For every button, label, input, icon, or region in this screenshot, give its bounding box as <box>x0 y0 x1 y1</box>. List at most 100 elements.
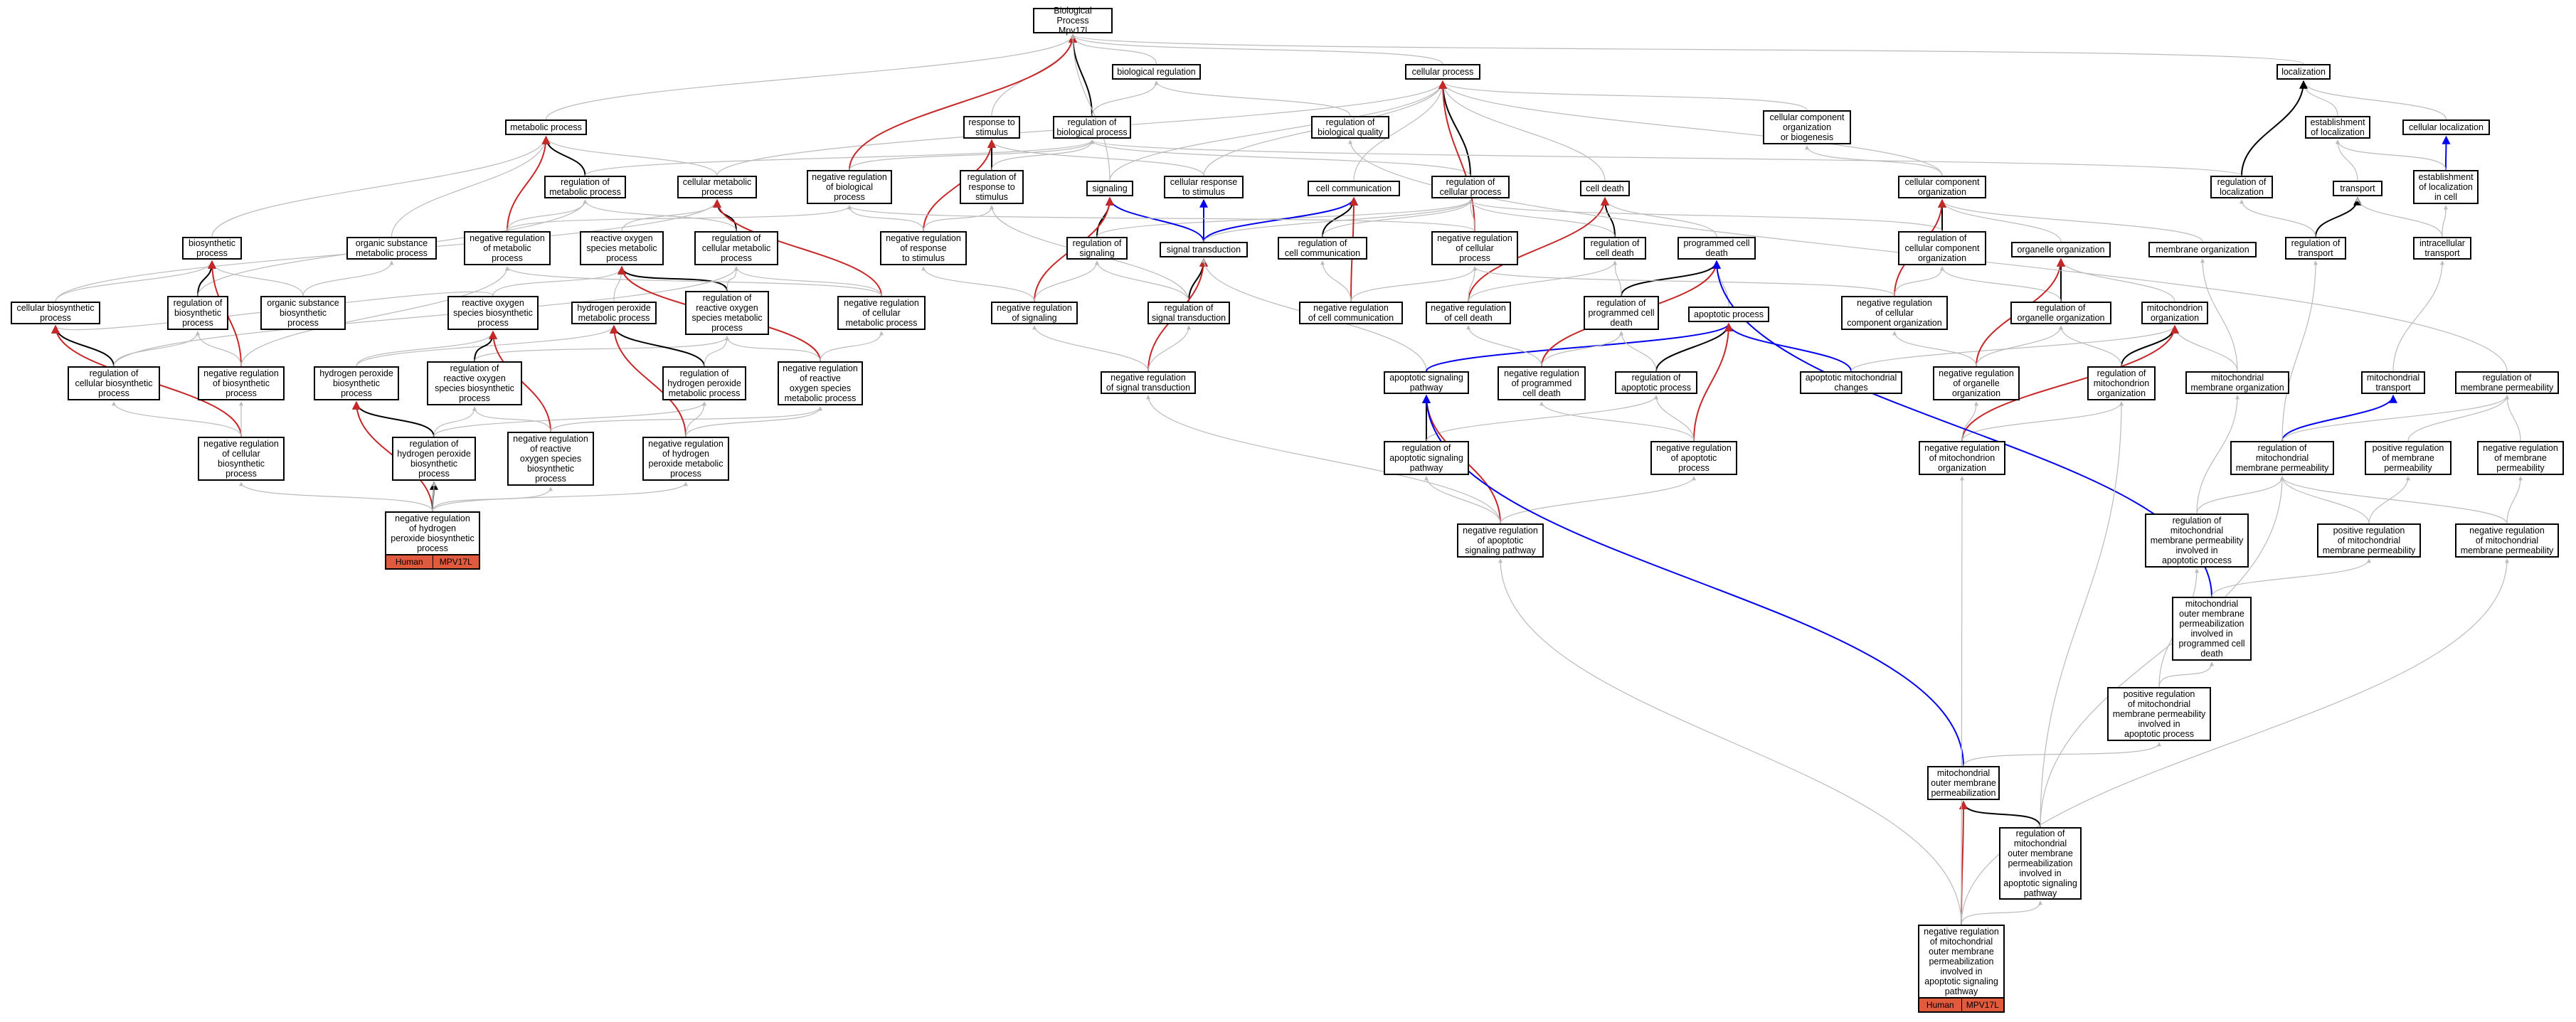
node-regulation-of-signal-transduction[interactable]: regulation of signal transduction <box>1147 302 1230 324</box>
node-regulation-of-biological-process[interactable]: regulation of biological process <box>1053 116 1131 139</box>
node-reactive-oxygen-species-metabolic-process[interactable]: reactive oxygen species metabolic proces… <box>580 231 664 265</box>
node-negative-regulation-of-response-to-stimulus[interactable]: negative regulation of response to stimu… <box>880 231 967 265</box>
node-regulation-of-programmed-cell-death[interactable]: regulation of programmed cell death <box>1584 296 1659 330</box>
node-localization[interactable]: localization <box>2276 64 2331 80</box>
node-negative-regulation-of-membrane-permeability[interactable]: negative regulation of membrane permeabi… <box>2477 441 2564 475</box>
node-cell-communication[interactable]: cell communication <box>1308 181 1400 196</box>
node-intracellular-transport[interactable]: intracellular transport <box>2413 237 2471 260</box>
node-mitochondrial-outer-membrane-permeabilization[interactable]: mitochondrial outer membrane permeabiliz… <box>1927 766 2000 800</box>
node-regulation-of-cell-communication[interactable]: regulation of cell communication <box>1278 237 1367 260</box>
node-positive-regulation-of-mitochondrial-membrane-permeability-involved-in-apoptotic-process[interactable]: positive regulation of mitochondrial mem… <box>2107 687 2211 741</box>
node-negative-regulation-of-reactive-oxygen-species-biosynthetic-process[interactable]: negative regulation of reactive oxygen s… <box>507 432 594 486</box>
species-tag-human[interactable]: Human <box>1919 999 1962 1011</box>
node-regulation-of-mitochondrial-membrane-permeability[interactable]: regulation of mitochondrial membrane per… <box>2230 441 2334 475</box>
node-negative-regulation-of-reactive-oxygen-species-metabolic-process[interactable]: negative regulation of reactive oxygen s… <box>778 361 863 405</box>
node-regulation-of-reactive-oxygen-species-biosynthetic-process[interactable]: regulation of reactive oxygen species bi… <box>427 361 522 405</box>
node-regulation-of-mitochondrion-organization[interactable]: regulation of mitochondrion organization <box>2087 366 2156 400</box>
node-cellular-component-organization[interactable]: cellular component organization <box>1898 176 1986 198</box>
node-regulation-of-cellular-metabolic-process[interactable]: regulation of cellular metabolic process <box>694 231 778 265</box>
node-regulation-of-transport[interactable]: regulation of transport <box>2285 237 2346 260</box>
node-biological-regulation[interactable]: biological regulation <box>1112 64 1201 80</box>
node-organic-substance-metabolic-process[interactable]: organic substance metabolic process <box>346 237 437 260</box>
node-mitochondrion-organization[interactable]: mitochondrion organization <box>2141 302 2208 324</box>
node-negative-regulation-of-cell-communication[interactable]: negative regulation of cell communicatio… <box>1299 302 1403 324</box>
node-cellular-response-to-stimulus[interactable]: cellular response to stimulus <box>1164 176 1244 198</box>
node-establishment-of-localization-in-cell[interactable]: establishment of localization in cell <box>2413 170 2479 204</box>
node-membrane-organization[interactable]: membrane organization <box>2148 242 2257 257</box>
node-regulation-of-apoptotic-process[interactable]: regulation of apoptotic process <box>1615 371 1697 394</box>
node-metabolic-process[interactable]: metabolic process <box>505 119 587 135</box>
node-regulation-of-cellular-component-organization[interactable]: regulation of cellular component organiz… <box>1898 231 1986 265</box>
node-signal-transduction[interactable]: signal transduction <box>1160 242 1248 257</box>
node-negative-regulation-of-apoptotic-signaling-pathway[interactable]: negative regulation of apoptotic signali… <box>1457 523 1544 558</box>
node-negative-regulation-of-biosynthetic-process[interactable]: negative regulation of biosynthetic proc… <box>198 366 285 400</box>
node-mitochondrial-membrane-organization[interactable]: mitochondrial membrane organization <box>2185 371 2289 394</box>
node-mitochondrial-outer-membrane-permeabilization-involved-in-programmed-cell-death[interactable]: mitochondrial outer membrane permeabiliz… <box>2172 597 2252 661</box>
node-regulation-of-biological-quality[interactable]: regulation of biological quality <box>1311 116 1389 139</box>
node-cellular-component-organization-or-biogenesis[interactable]: cellular component organization or bioge… <box>1763 110 1851 144</box>
node-positive-regulation-of-membrane-permeability[interactable]: positive regulation of membrane permeabi… <box>2365 441 2452 475</box>
node-apoptotic-mitochondrial-changes[interactable]: apoptotic mitochondrial changes <box>1800 371 1902 394</box>
node-negative-regulation-of-mitochondrion-organization[interactable]: negative regulation of mitochondrion org… <box>1919 441 2005 475</box>
node-negative-regulation-of-cellular-component-organization[interactable]: negative regulation of cellular componen… <box>1841 296 1948 330</box>
edge-is-a <box>1091 80 1159 117</box>
node-negative-regulation-of-cell-death[interactable]: negative regulation of cell death <box>1426 302 1511 324</box>
node-programmed-cell-death[interactable]: programmed cell death <box>1677 237 1756 260</box>
node-cellular-biosynthetic-process[interactable]: cellular biosynthetic process <box>11 302 100 324</box>
node-signaling[interactable]: signaling <box>1086 181 1133 196</box>
gene-tag-mpv17l[interactable]: MPV17L <box>1961 999 2003 1011</box>
node-negative-regulation-of-apoptotic-process[interactable]: negative regulation of apoptotic process <box>1650 441 1737 475</box>
node-regulation-of-mitochondrial-outer-membrane-permeabilization-involved-in-apoptotic-signaling-pathway[interactable]: regulation of mitochondrial outer membra… <box>1999 827 2082 900</box>
node-organic-substance-biosynthetic-process[interactable]: organic substance biosynthetic process <box>260 296 346 330</box>
node-regulation-of-cellular-biosynthetic-process[interactable]: regulation of cellular biosynthetic proc… <box>68 366 160 400</box>
node-regulation-of-apoptotic-signaling-pathway[interactable]: regulation of apoptotic signaling pathwa… <box>1384 441 1469 475</box>
node-cellular-localization[interactable]: cellular localization <box>2402 119 2490 135</box>
node-organelle-organization[interactable]: organelle organization <box>2011 242 2111 257</box>
node-regulation-of-reactive-oxygen-species-metabolic-process[interactable]: regulation of reactive oxygen species me… <box>685 291 769 335</box>
node-biological-process-mpv17l[interactable]: Biological Process Mpv17l <box>1033 6 1113 36</box>
node-regulation-of-mitochondrial-membrane-permeability-involved-in-apoptotic-process[interactable]: regulation of mitochondrial membrane per… <box>2145 513 2249 568</box>
node-regulation-of-localization[interactable]: regulation of localization <box>2210 176 2273 198</box>
node-negative-regulation-of-biological-process[interactable]: negative regulation of biological proces… <box>807 170 892 204</box>
node-cell-death[interactable]: cell death <box>1580 181 1630 196</box>
node-negative-regulation-of-mitochondrial-outer-membrane-permeabilization-involved-in-apoptotic-signaling-pathway[interactable]: negative regulation of mitochondrial out… <box>1918 925 2005 999</box>
node-response-to-stimulus[interactable]: response to stimulus <box>963 116 1020 139</box>
node-negative-regulation-of-hydrogen-peroxide-metabolic-process[interactable]: negative regulation of hydrogen peroxide… <box>642 437 729 481</box>
node-negative-regulation-of-hydrogen-peroxide-biosynthetic-process[interactable]: negative regulation of hydrogen peroxide… <box>385 511 480 555</box>
node-negative-regulation-of-organelle-organization[interactable]: negative regulation of organelle organiz… <box>1933 366 2020 400</box>
species-tag-human[interactable]: Human <box>386 555 433 568</box>
node-hydrogen-peroxide-biosynthetic-process[interactable]: hydrogen peroxide biosynthetic process <box>314 366 399 400</box>
node-regulation-of-hydrogen-peroxide-metabolic-process[interactable]: regulation of hydrogen peroxide metaboli… <box>662 366 746 400</box>
node-regulation-of-biosynthetic-process[interactable]: regulation of biosynthetic process <box>167 296 228 330</box>
edge-is-a <box>726 266 738 292</box>
node-regulation-of-response-to-stimulus[interactable]: regulation of response to stimulus <box>960 170 1024 204</box>
node-negative-regulation-of-metabolic-process[interactable]: negative regulation of metabolic process <box>464 231 551 265</box>
node-biosynthetic-process[interactable]: biosynthetic process <box>182 237 242 260</box>
node-reactive-oxygen-species-biosynthetic-process[interactable]: reactive oxygen species biosynthetic pro… <box>447 296 539 330</box>
node-cellular-process[interactable]: cellular process <box>1405 64 1480 80</box>
node-mitochondrial-transport[interactable]: mitochondrial transport <box>2361 371 2425 394</box>
node-negative-regulation-of-cellular-metabolic-process[interactable]: negative regulation of cellular metaboli… <box>837 296 926 330</box>
node-negative-regulation-of-signal-transduction[interactable]: negative regulation of signal transducti… <box>1101 371 1196 394</box>
gene-tag-mpv17l[interactable]: MPV17L <box>433 555 479 568</box>
node-regulation-of-signaling[interactable]: regulation of signaling <box>1066 237 1128 260</box>
node-establishment-of-localization[interactable]: establishment of localization <box>2305 116 2370 139</box>
node-negative-regulation-of-cellular-biosynthetic-process[interactable]: negative regulation of cellular biosynth… <box>198 437 285 481</box>
node-negative-regulation-of-mitochondrial-membrane-permeability[interactable]: negative regulation of mitochondrial mem… <box>2455 523 2559 558</box>
node-hydrogen-peroxide-metabolic-process[interactable]: hydrogen peroxide metabolic process <box>571 302 657 324</box>
node-regulation-of-metabolic-process[interactable]: regulation of metabolic process <box>544 176 626 198</box>
node-negative-regulation-of-programmed-cell-death[interactable]: negative regulation of programmed cell d… <box>1498 366 1586 400</box>
node-positive-regulation-of-mitochondrial-membrane-permeability[interactable]: positive regulation of mitochondrial mem… <box>2317 523 2421 558</box>
node-negative-regulation-of-signaling[interactable]: negative regulation of signaling <box>991 302 1078 324</box>
node-transport[interactable]: transport <box>2333 181 2382 196</box>
node-regulation-of-cellular-process[interactable]: regulation of cellular process <box>1431 176 1510 198</box>
node-cellular-metabolic-process[interactable]: cellular metabolic process <box>677 176 757 198</box>
node-regulation-of-membrane-permeability[interactable]: regulation of membrane permeability <box>2455 371 2559 394</box>
node-negative-regulation-of-cellular-process[interactable]: negative regulation of cellular process <box>1431 231 1518 265</box>
edge-is-a <box>113 331 200 367</box>
node-apoptotic-signaling-pathway[interactable]: apoptotic signaling pathway <box>1384 371 1469 394</box>
node-apoptotic-process[interactable]: apoptotic process <box>1688 307 1769 322</box>
node-regulation-of-hydrogen-peroxide-biosynthetic-process[interactable]: regulation of hydrogen peroxide biosynth… <box>392 437 476 481</box>
node-regulation-of-organelle-organization[interactable]: regulation of organelle organization <box>2010 302 2111 324</box>
node-regulation-of-cell-death[interactable]: regulation of cell death <box>1584 237 1646 260</box>
